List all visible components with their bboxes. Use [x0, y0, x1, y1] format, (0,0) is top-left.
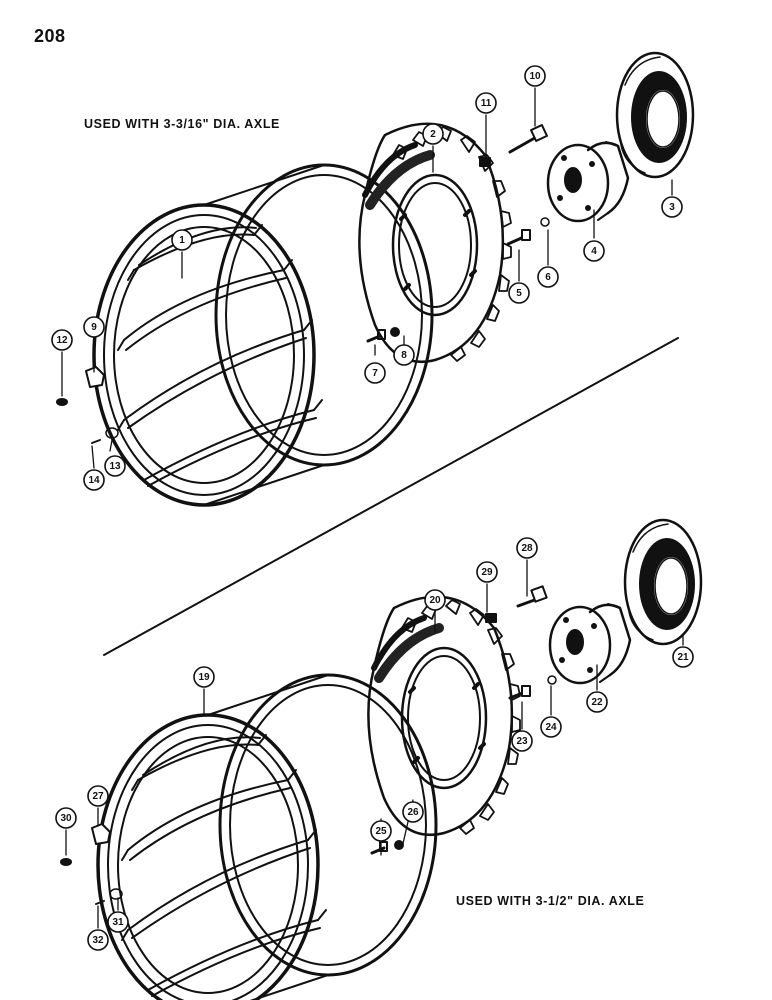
callout-label: 1 — [179, 235, 185, 246]
callout-label: 27 — [92, 791, 104, 802]
callout-label: 22 — [591, 697, 603, 708]
callout-circle — [524, 65, 546, 87]
callout-9: 9 — [83, 316, 105, 338]
callout-circle — [364, 362, 386, 384]
callout-label: 5 — [516, 288, 522, 299]
callout-31: 31 — [107, 911, 129, 933]
callout-21: 21 — [672, 646, 694, 668]
disc-wheel-center-bottom — [368, 597, 520, 835]
callout-label: 14 — [88, 475, 100, 486]
callout-label: 10 — [529, 71, 541, 82]
callout-label: 7 — [372, 368, 378, 379]
callout-circle — [370, 820, 392, 842]
callout-12: 12 — [51, 329, 73, 351]
callout-24: 24 — [540, 716, 562, 738]
callout-30: 30 — [55, 807, 77, 829]
callout-circle — [540, 716, 562, 738]
callout-7: 7 — [364, 362, 386, 384]
callout-circle — [511, 730, 533, 752]
callout-label: 23 — [516, 736, 528, 747]
hardware-top — [56, 124, 550, 444]
callout-label: 29 — [481, 567, 493, 578]
callout-label: 9 — [91, 322, 97, 333]
callout-circle — [402, 801, 424, 823]
page-number: 208 — [34, 26, 66, 46]
callout-32: 32 — [87, 929, 109, 951]
callout-label: 8 — [401, 350, 407, 361]
caption-top-axle: USED WITH 3-3/16" DIA. AXLE — [84, 117, 280, 131]
backing-plate-top — [615, 51, 695, 179]
callout-label: 20 — [429, 595, 441, 606]
callout-6: 6 — [537, 266, 559, 288]
callout-label: 11 — [481, 98, 492, 109]
callout-label: 31 — [112, 917, 124, 928]
wheel-hub-bottom — [548, 602, 632, 685]
callout-label: 6 — [545, 272, 551, 283]
callout-label: 3 — [669, 202, 675, 213]
callout-balloons: 1234567891011121314192021222324252627282… — [51, 65, 694, 951]
callout-28: 28 — [516, 537, 538, 559]
callout-circle — [516, 537, 538, 559]
callout-label: 25 — [375, 826, 387, 837]
callout-circle — [171, 229, 193, 251]
section-divider-line — [103, 337, 679, 656]
callout-label: 19 — [198, 672, 210, 683]
callout-circle — [422, 123, 444, 145]
callout-leaders — [61, 87, 684, 929]
callout-circle — [583, 240, 605, 262]
callout-circle — [672, 646, 694, 668]
callout-circle — [83, 469, 105, 491]
callout-29: 29 — [476, 561, 498, 583]
wheel-hub-top — [546, 140, 630, 223]
callout-10: 10 — [524, 65, 546, 87]
callout-circle — [83, 316, 105, 338]
caption-bottom-axle: USED WITH 3-1/2" DIA. AXLE — [456, 894, 645, 908]
callout-label: 26 — [407, 807, 419, 818]
callout-circle — [55, 807, 77, 829]
callout-3: 3 — [661, 196, 683, 218]
callout-23: 23 — [511, 730, 533, 752]
callout-circle — [107, 911, 129, 933]
callout-circle — [193, 666, 215, 688]
callout-label: 2 — [430, 129, 436, 140]
callout-circle — [51, 329, 73, 351]
callout-label: 21 — [677, 652, 689, 663]
backing-plate-bottom — [623, 518, 703, 646]
callout-label: 12 — [56, 335, 68, 346]
callout-label: 13 — [109, 461, 121, 472]
callout-label: 32 — [92, 935, 104, 946]
callout-26: 26 — [402, 801, 424, 823]
callout-circle — [508, 282, 530, 304]
callout-1: 1 — [171, 229, 193, 251]
callout-20: 20 — [424, 589, 446, 611]
callout-label: 30 — [60, 813, 72, 824]
callout-2: 2 — [422, 123, 444, 145]
callout-label: 24 — [545, 722, 557, 733]
callout-8: 8 — [393, 344, 415, 366]
callout-13: 13 — [104, 455, 126, 477]
callout-circle — [475, 92, 497, 114]
callout-14: 14 — [83, 469, 105, 491]
callout-25: 25 — [370, 820, 392, 842]
callout-circle — [586, 691, 608, 713]
callout-19: 19 — [193, 666, 215, 688]
callout-circle — [476, 561, 498, 583]
callout-label: 4 — [591, 246, 597, 257]
callout-5: 5 — [508, 282, 530, 304]
callout-circle — [424, 589, 446, 611]
callout-circle — [537, 266, 559, 288]
callout-label: 28 — [521, 543, 533, 554]
callout-27: 27 — [87, 785, 109, 807]
callout-circle — [393, 344, 415, 366]
callout-circle — [104, 455, 126, 477]
callout-22: 22 — [586, 691, 608, 713]
callout-4: 4 — [583, 240, 605, 262]
callout-circle — [87, 785, 109, 807]
callout-11: 11 — [475, 92, 497, 114]
callout-circle — [87, 929, 109, 951]
callout-circle — [661, 196, 683, 218]
